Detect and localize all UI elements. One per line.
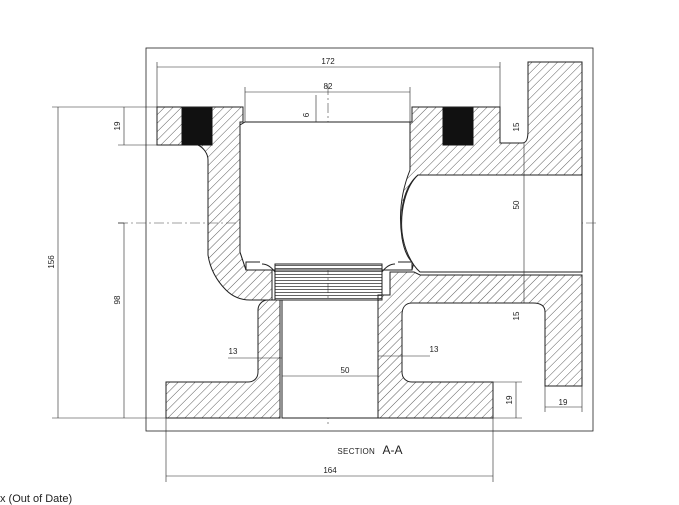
dim-bottom-flange-thickness: 19 (505, 395, 514, 404)
dim-port-height: 50 (512, 200, 521, 209)
upper-bore (239, 121, 413, 271)
dim-base-width: 164 (323, 466, 337, 475)
bolt-right (442, 107, 474, 146)
section-name: A-A (383, 443, 403, 457)
footer-note: x (Out of Date) (0, 493, 73, 505)
body-right (377, 271, 583, 419)
flange-bolts (181, 107, 474, 146)
drawing-frame (145, 47, 594, 432)
dim-right-flange-thickness: 19 (559, 398, 568, 407)
valve-body-section (156, 61, 583, 419)
bushing-thread (274, 263, 383, 301)
body-left (165, 299, 281, 419)
dim-right-flange-bottom: 15 (512, 311, 521, 320)
dim-top-width: 172 (321, 57, 335, 66)
section-caption: SECTION A-A (337, 441, 402, 458)
section-prefix: SECTION (337, 447, 375, 456)
dim-bore-width: 82 (324, 82, 333, 91)
dim-center-height: 98 (113, 295, 122, 304)
dim-right-flange-top: 15 (512, 122, 521, 131)
dim-bore-step: 6 (302, 112, 311, 117)
bolt-left (181, 107, 213, 146)
side-port (401, 174, 583, 273)
dim-overall-height: 156 (47, 255, 56, 269)
dim-wall-right: 13 (430, 345, 439, 354)
threaded-bushing (245, 261, 413, 301)
dim-wall-left: 13 (229, 347, 238, 356)
lower-bore (281, 299, 379, 419)
top-flange-left (156, 106, 273, 301)
dimension-lines (52, 62, 583, 482)
dim-flange-thickness-top: 19 (113, 121, 122, 130)
dim-bottom-bore: 50 (341, 366, 350, 375)
bore-outlines (239, 121, 583, 419)
